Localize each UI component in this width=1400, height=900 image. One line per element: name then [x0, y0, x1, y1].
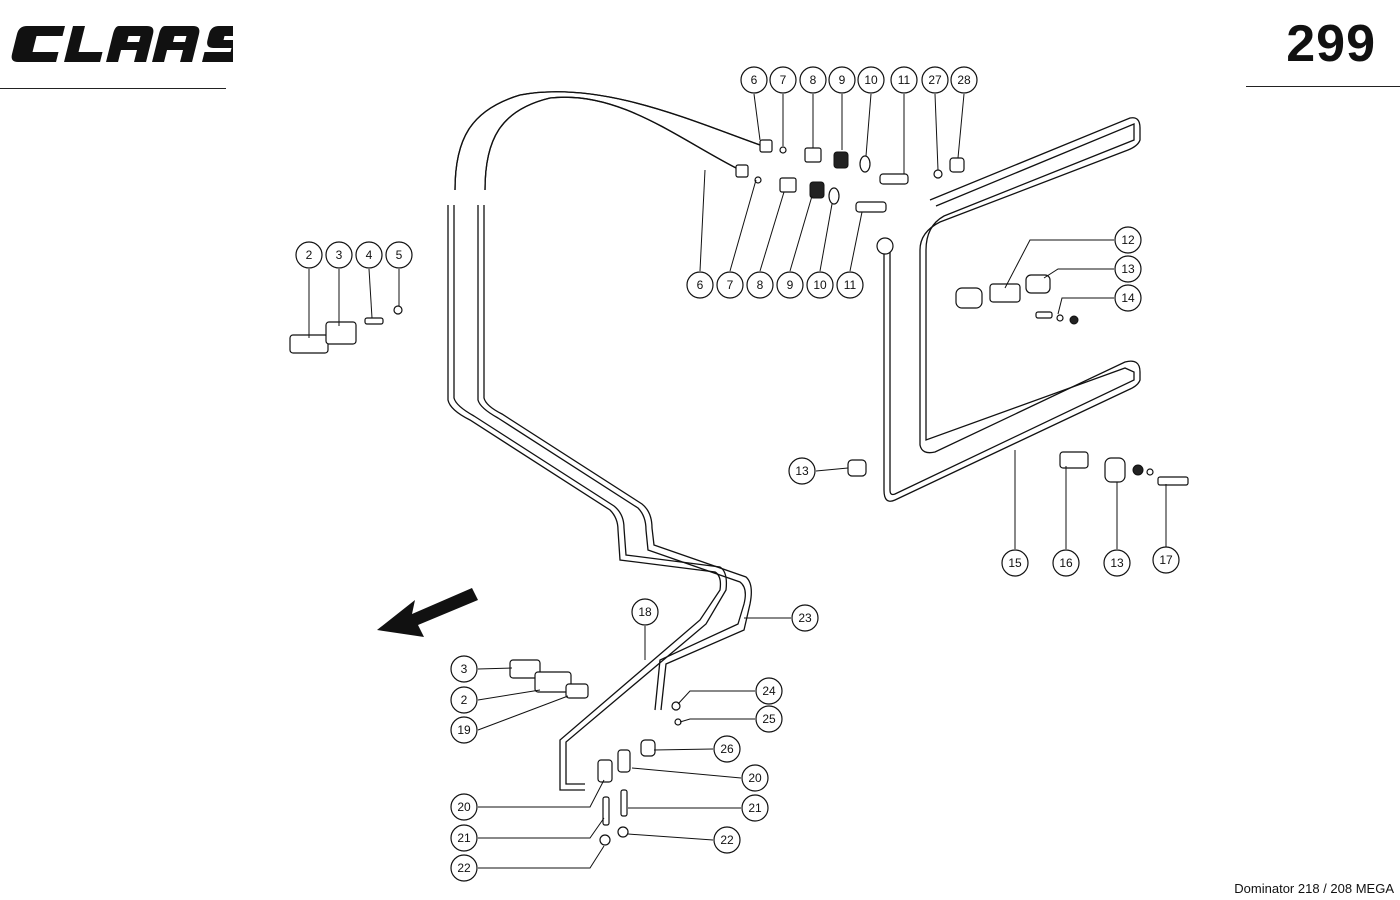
svg-text:21: 21 — [748, 801, 762, 815]
pipe-run-main — [447, 205, 752, 791]
svg-text:13: 13 — [1121, 262, 1135, 276]
callout: 28 — [950, 66, 978, 94]
svg-text:8: 8 — [810, 73, 817, 87]
callout: 20 — [450, 793, 478, 821]
callout: 23 — [791, 604, 819, 632]
model-caption: Dominator 218 / 208 MEGA — [1234, 881, 1394, 896]
svg-text:5: 5 — [396, 248, 403, 262]
svg-text:7: 7 — [727, 278, 734, 292]
callout: 22 — [450, 854, 478, 882]
callout: 7 — [769, 66, 797, 94]
callout: 17 — [1152, 546, 1180, 574]
header-rule-left — [0, 88, 226, 89]
svg-text:22: 22 — [457, 861, 471, 875]
callout: 14 — [1114, 284, 1142, 312]
lower-parts — [509, 659, 682, 846]
callout: 11 — [836, 271, 864, 299]
svg-text:3: 3 — [461, 662, 468, 676]
callout: 13 — [788, 457, 816, 485]
callout: 8 — [746, 271, 774, 299]
svg-text:21: 21 — [457, 831, 471, 845]
callout: 13 — [1114, 255, 1142, 283]
header-rule-right — [1246, 86, 1400, 87]
callout: 3 — [325, 241, 353, 269]
callout: 21 — [450, 824, 478, 852]
callout: 2 — [295, 241, 323, 269]
svg-text:23: 23 — [798, 611, 812, 625]
clamp-group-left — [289, 305, 403, 354]
callout: 8 — [799, 66, 827, 94]
svg-text:25: 25 — [762, 712, 776, 726]
fittings-lower — [735, 164, 894, 255]
svg-text:27: 27 — [928, 73, 942, 87]
svg-text:28: 28 — [957, 73, 971, 87]
svg-text:26: 26 — [720, 742, 734, 756]
clamp-group-right — [847, 274, 1189, 486]
callout: 15 — [1001, 549, 1029, 577]
callout: 22 — [713, 826, 741, 854]
svg-text:24: 24 — [762, 684, 776, 698]
callout: 7 — [716, 271, 744, 299]
callout: 18 — [631, 598, 659, 626]
svg-text:14: 14 — [1121, 291, 1135, 305]
callout: 6 — [686, 271, 714, 299]
svg-text:13: 13 — [795, 464, 809, 478]
leader-lines — [308, 93, 1167, 869]
svg-text:12: 12 — [1121, 233, 1135, 247]
svg-text:4: 4 — [366, 248, 373, 262]
claas-logo — [11, 26, 233, 62]
svg-text:3: 3 — [336, 248, 343, 262]
svg-text:17: 17 — [1159, 553, 1173, 567]
callout: 5 — [385, 241, 413, 269]
svg-text:11: 11 — [844, 278, 857, 292]
page-number: 299 — [1286, 15, 1376, 73]
callout: 11 — [890, 66, 918, 94]
svg-text:20: 20 — [457, 800, 471, 814]
callout: 26 — [713, 735, 741, 763]
callout: 10 — [857, 66, 885, 94]
svg-text:20: 20 — [748, 771, 762, 785]
svg-text:16: 16 — [1059, 556, 1073, 570]
callout: 9 — [776, 271, 804, 299]
callout: 2 — [450, 686, 478, 714]
callout: 16 — [1052, 549, 1080, 577]
svg-text:7: 7 — [780, 73, 787, 87]
svg-text:19: 19 — [457, 723, 471, 737]
callout: 24 — [755, 677, 783, 705]
svg-text:9: 9 — [787, 278, 794, 292]
svg-text:6: 6 — [751, 73, 758, 87]
callout: 20 — [741, 764, 769, 792]
svg-text:15: 15 — [1008, 556, 1022, 570]
callout: 3 — [450, 655, 478, 683]
svg-text:18: 18 — [638, 605, 652, 619]
callout: 4 — [355, 241, 383, 269]
callout: 21 — [741, 794, 769, 822]
svg-text:9: 9 — [839, 73, 846, 87]
svg-text:10: 10 — [813, 278, 827, 292]
callout: 19 — [450, 716, 478, 744]
callout: 10 — [806, 271, 834, 299]
callout: 12 — [1114, 226, 1142, 254]
svg-text:13: 13 — [1110, 556, 1124, 570]
svg-text:22: 22 — [720, 833, 734, 847]
svg-text:2: 2 — [461, 693, 468, 707]
callout: 13 — [1103, 549, 1131, 577]
pipe-loop-right — [883, 117, 1141, 502]
direction-arrow-icon — [377, 588, 478, 637]
callout: 27 — [921, 66, 949, 94]
svg-text:8: 8 — [757, 278, 764, 292]
callout: 25 — [755, 705, 783, 733]
svg-text:11: 11 — [898, 73, 911, 87]
callout: 9 — [828, 66, 856, 94]
svg-text:2: 2 — [306, 248, 313, 262]
svg-text:10: 10 — [864, 73, 878, 87]
hose-upper — [454, 91, 761, 191]
callout: 6 — [740, 66, 768, 94]
svg-text:6: 6 — [697, 278, 704, 292]
